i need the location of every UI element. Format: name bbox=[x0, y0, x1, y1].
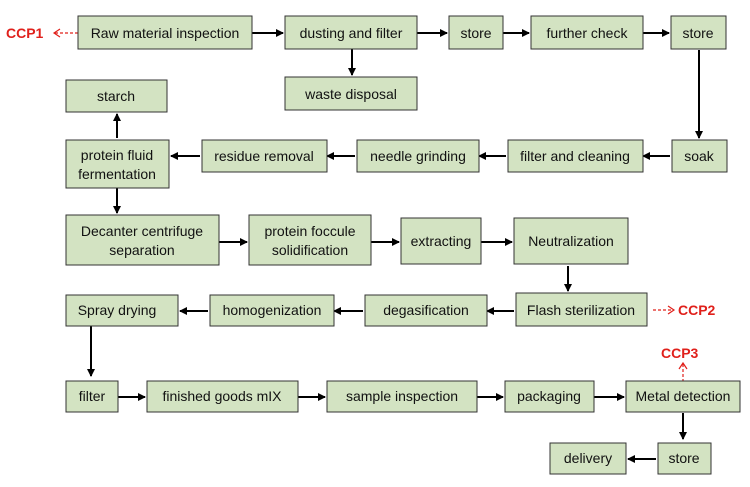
node-label: soak bbox=[684, 148, 715, 164]
node-sample-inspection: sample inspection bbox=[326, 380, 478, 413]
node-store-1: store bbox=[448, 15, 504, 50]
edges bbox=[87, 29, 703, 463]
node-label: further check bbox=[547, 25, 629, 41]
node-label: extracting bbox=[411, 233, 472, 249]
node-store-2: store bbox=[670, 15, 727, 50]
node-further-check: further check bbox=[530, 15, 644, 50]
ccp-markers: CCP1 CCP2 CCP3 bbox=[6, 25, 716, 381]
node-waste-disposal: waste disposal bbox=[284, 76, 418, 111]
node-needle-grinding: needle grinding bbox=[356, 139, 480, 173]
node-label: Raw material inspection bbox=[91, 25, 240, 41]
node-label: residue removal bbox=[214, 148, 314, 164]
node-homogenization: homogenization bbox=[209, 294, 335, 327]
node-label-line-1: Decanter centrifuge bbox=[81, 223, 203, 239]
ccp3-arrowhead bbox=[678, 361, 688, 370]
node-label: filter bbox=[79, 388, 106, 404]
node-label: Metal detection bbox=[636, 388, 731, 404]
node-label: delivery bbox=[564, 450, 612, 466]
ccp3-label: CCP3 bbox=[661, 345, 699, 361]
ccp2-label: CCP2 bbox=[678, 302, 716, 318]
node-dusting-and-filter: dusting and filter bbox=[284, 15, 418, 50]
node-label: dusting and filter bbox=[300, 25, 403, 41]
node-label: needle grinding bbox=[370, 148, 466, 164]
node-label-line-2: solidification bbox=[272, 242, 348, 258]
node-label: starch bbox=[97, 88, 135, 104]
node-store-3: store bbox=[657, 442, 712, 475]
node-neutralization: Neutralization bbox=[513, 217, 629, 265]
node-starch: starch bbox=[65, 79, 168, 113]
node-label-line-2: fermentation bbox=[78, 166, 156, 182]
node-protein-fluid-fermentation: protein fluid fermentation bbox=[65, 139, 170, 189]
node-label: Neutralization bbox=[528, 233, 614, 249]
node-label-line-2: separation bbox=[109, 242, 174, 258]
ccp1-arrowhead bbox=[52, 28, 61, 38]
node-flash-sterilization: Flash sterilization bbox=[515, 292, 648, 327]
node-residue-removal: residue removal bbox=[201, 139, 328, 173]
node-metal-detection: Metal detection bbox=[625, 380, 741, 413]
node-label-line-1: protein fluid bbox=[81, 147, 153, 163]
node-degasification: degasification bbox=[364, 294, 488, 327]
ccp2-arrowhead bbox=[667, 305, 676, 315]
node-decanter-centrifuge-separation: Decanter centrifuge separation bbox=[65, 214, 220, 266]
node-label: sample inspection bbox=[346, 388, 458, 404]
node-label: filter and cleaning bbox=[520, 148, 630, 164]
node-label: Spray drying bbox=[78, 302, 157, 318]
node-finished-goods-mix: finished goods mIX bbox=[146, 380, 299, 413]
node-extracting: extracting bbox=[400, 217, 482, 265]
node-label: store bbox=[460, 25, 491, 41]
node-protein-foccule-solidification: protein foccule solidification bbox=[248, 214, 372, 266]
node-label: store bbox=[668, 450, 699, 466]
node-spray-drying: Spray drying bbox=[65, 294, 179, 327]
node-label: store bbox=[682, 25, 713, 41]
node-filter: filter bbox=[65, 380, 119, 413]
node-filter-and-cleaning: filter and cleaning bbox=[507, 139, 644, 173]
node-delivery: delivery bbox=[549, 442, 627, 475]
node-label: degasification bbox=[383, 302, 469, 318]
node-label: homogenization bbox=[223, 302, 322, 318]
node-raw-material-inspection: Raw material inspection bbox=[77, 15, 253, 50]
ccp1-label: CCP1 bbox=[6, 25, 44, 41]
node-label-line-1: protein foccule bbox=[264, 223, 355, 239]
node-packaging: packaging bbox=[504, 380, 595, 413]
node-soak: soak bbox=[671, 139, 728, 173]
node-label: finished goods mIX bbox=[162, 388, 282, 404]
node-label: waste disposal bbox=[304, 86, 397, 102]
node-label: packaging bbox=[517, 388, 581, 404]
node-label: Flash sterilization bbox=[527, 302, 635, 318]
